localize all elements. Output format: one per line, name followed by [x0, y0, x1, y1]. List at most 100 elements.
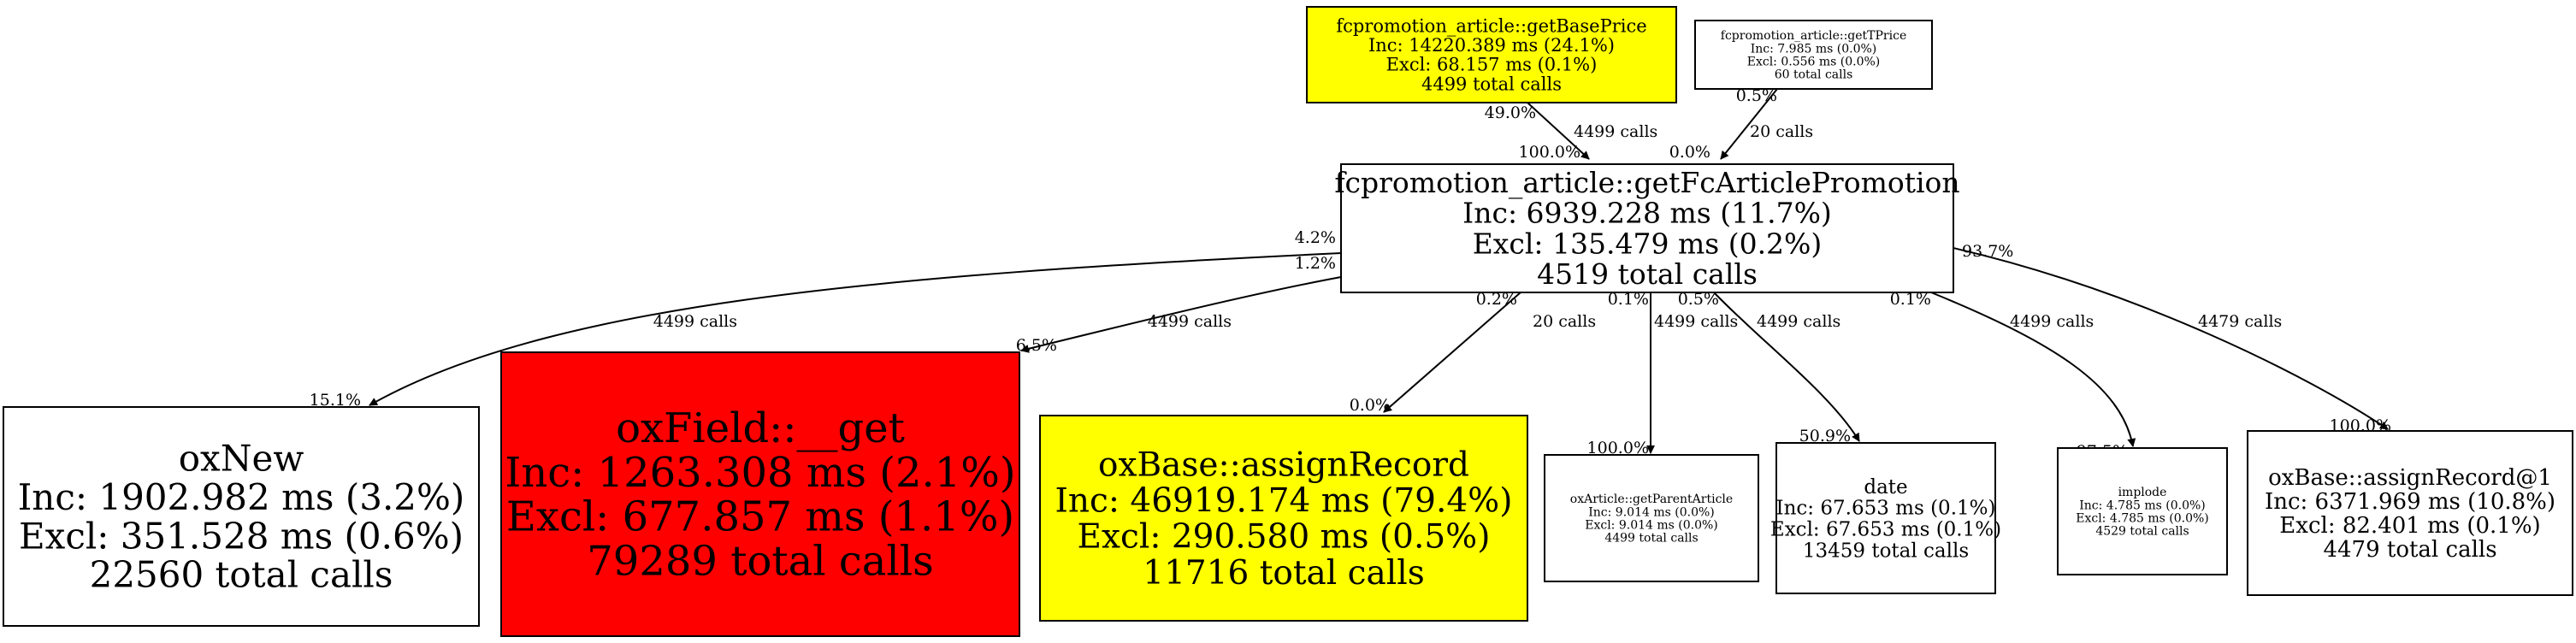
node-function-name: oxBase::assignRecord: [1098, 445, 1469, 484]
edge-tail-percent: 0.5%: [1736, 86, 1777, 105]
node-box: [2247, 430, 2573, 596]
node-box: [500, 351, 1020, 637]
node-stat-line: Excl: 0.556 ms (0.0%): [1747, 55, 1881, 68]
node-stat-line: Inc: 6939.228 ms (11.7%): [1462, 197, 1832, 230]
node-stat-line: Excl: 135.479 ms (0.2%): [1473, 227, 1823, 260]
node-stat-line: Excl: 677.857 ms (1.1%): [506, 493, 1014, 541]
node-stat-line: Excl: 290.580 ms (0.5%): [1078, 518, 1491, 557]
edges-layer: 4499 calls 49.0% 100.0% 20 calls 0.5% 0.0% 449…: [310, 86, 2391, 461]
node-stat-line: Excl: 68.157 ms (0.1%): [1386, 55, 1598, 75]
edge-head-percent: 100.0%: [1519, 143, 1580, 162]
edge-e6: 4499 calls 0.1% 100.0%: [1587, 290, 1739, 457]
node-box: [1340, 163, 1954, 293]
edge-head-percent: 100.0%: [1587, 439, 1649, 457]
node-stat-line: Inc: 7.985 ms (0.0%): [1751, 42, 1877, 56]
node-box: [1306, 6, 1677, 103]
edge-line: [1720, 88, 1778, 160]
edge-call-label: 20 calls: [1533, 312, 1596, 331]
edge-tail-percent: 0.1%: [1890, 290, 1931, 309]
edge-call-label: 4499 calls: [1148, 312, 1232, 331]
edge-line: [1953, 247, 2389, 430]
node-function-name: oxField::__get: [616, 404, 905, 452]
edge-line: [1527, 102, 1590, 160]
node-stat-line: 79289 total calls: [587, 538, 934, 586]
node-stat-line: 22560 total calls: [90, 554, 393, 596]
node-box: [1039, 415, 1528, 622]
edge-head-percent: 15.1%: [310, 391, 361, 410]
node-stat-line: Excl: 4.785 ms (0.0%): [2076, 511, 2209, 525]
node-stat-line: Excl: 9.014 ms (0.0%): [1585, 518, 1718, 532]
node-box: [2057, 447, 2228, 575]
edge-tail-percent: 93.7%: [1962, 242, 2013, 261]
node-stat-line: Excl: 82.401 ms (0.1%): [2279, 513, 2540, 539]
node-box: [1775, 442, 1996, 594]
edge-call-label: 4499 calls: [1757, 312, 1840, 331]
node-getFcArticlePromotion[interactable]: fcpromotion_article::getFcArticlePromoti…: [1334, 163, 1960, 293]
node-function-name: oxArticle::getParentArticle: [1570, 493, 1733, 506]
node-stat-line: Inc: 1902.982 ms (3.2%): [18, 476, 465, 518]
node-stat-line: 4499 total calls: [1604, 532, 1698, 546]
edge-tail-percent: 49.0%: [1485, 103, 1536, 122]
node-stat-line: 4499 total calls: [1421, 74, 1562, 94]
node-function-name: fcpromotion_article::getFcArticlePromoti…: [1334, 166, 1959, 200]
edge-call-label: 20 calls: [1750, 122, 1813, 141]
node-stat-line: Excl: 67.653 ms (0.1%): [1770, 518, 2001, 540]
node-stat-line: 4519 total calls: [1537, 257, 1758, 291]
edge-e2: 20 calls 0.5% 0.0%: [1669, 86, 1813, 162]
edge-line: [1713, 292, 1860, 442]
node-box: [1694, 20, 1933, 90]
edge-call-label: 4499 calls: [1654, 312, 1738, 331]
edge-e4: 4499 calls 1.2% 6.5%: [1016, 254, 1342, 355]
node-function-name: fcpromotion_article::getTPrice: [1721, 29, 1906, 43]
node-stat-line: Excl: 351.528 ms (0.6%): [19, 515, 464, 557]
edge-head-percent: 0.0%: [1350, 396, 1391, 415]
node-stat-line: Inc: 67.653 ms (0.1%): [1776, 498, 1996, 520]
node-stat-line: Inc: 6371.969 ms (10.8%): [2265, 489, 2555, 515]
node-stat-line: 4529 total calls: [2095, 525, 2189, 539]
edge-line: [1020, 276, 1342, 353]
edge-tail-percent: 0.5%: [1678, 290, 1719, 309]
edge-head-percent: 50.9%: [1799, 427, 1851, 445]
node-function-name: date: [1864, 476, 1907, 498]
edge-tail-percent: 1.2%: [1295, 254, 1336, 273]
node-box: [3, 406, 480, 627]
edge-line: [1383, 292, 1521, 413]
edge-head-percent: 0.0%: [1669, 143, 1710, 162]
node-stat-line: 60 total calls: [1775, 68, 1853, 82]
edge-line: [1930, 292, 2136, 447]
node-stat-line: 13459 total calls: [1803, 540, 1969, 562]
node-function-name: oxNew: [179, 438, 304, 480]
node-function-name: oxBase::assignRecord@1: [2268, 465, 2552, 491]
edge-head-percent: 6.5%: [1016, 336, 1057, 355]
node-function-name: implode: [2118, 486, 2167, 499]
edge-e7: 4499 calls 0.5% 50.9%: [1678, 290, 1860, 445]
edge-call-label: 4479 calls: [2198, 312, 2282, 331]
edge-call-label: 4499 calls: [1574, 122, 1657, 141]
node-stat-line: Inc: 14220.389 ms (24.1%): [1368, 35, 1615, 56]
node-stat-line: Inc: 9.014 ms (0.0%): [1588, 505, 1715, 519]
node-function-name: fcpromotion_article::getBasePrice: [1336, 15, 1646, 36]
edge-tail-percent: 0.1%: [1608, 290, 1649, 309]
edge-call-label: 4499 calls: [653, 312, 737, 331]
edge-e1: 4499 calls 49.0% 100.0%: [1485, 102, 1657, 162]
edge-line: [369, 252, 1342, 406]
node-stat-line: Inc: 4.785 ms (0.0%): [2079, 498, 2206, 512]
edge-call-label: 4499 calls: [2010, 312, 2094, 331]
node-stat-line: 11716 total calls: [1143, 554, 1424, 593]
node-stat-line: Inc: 46919.174 ms (79.4%): [1055, 482, 1513, 521]
